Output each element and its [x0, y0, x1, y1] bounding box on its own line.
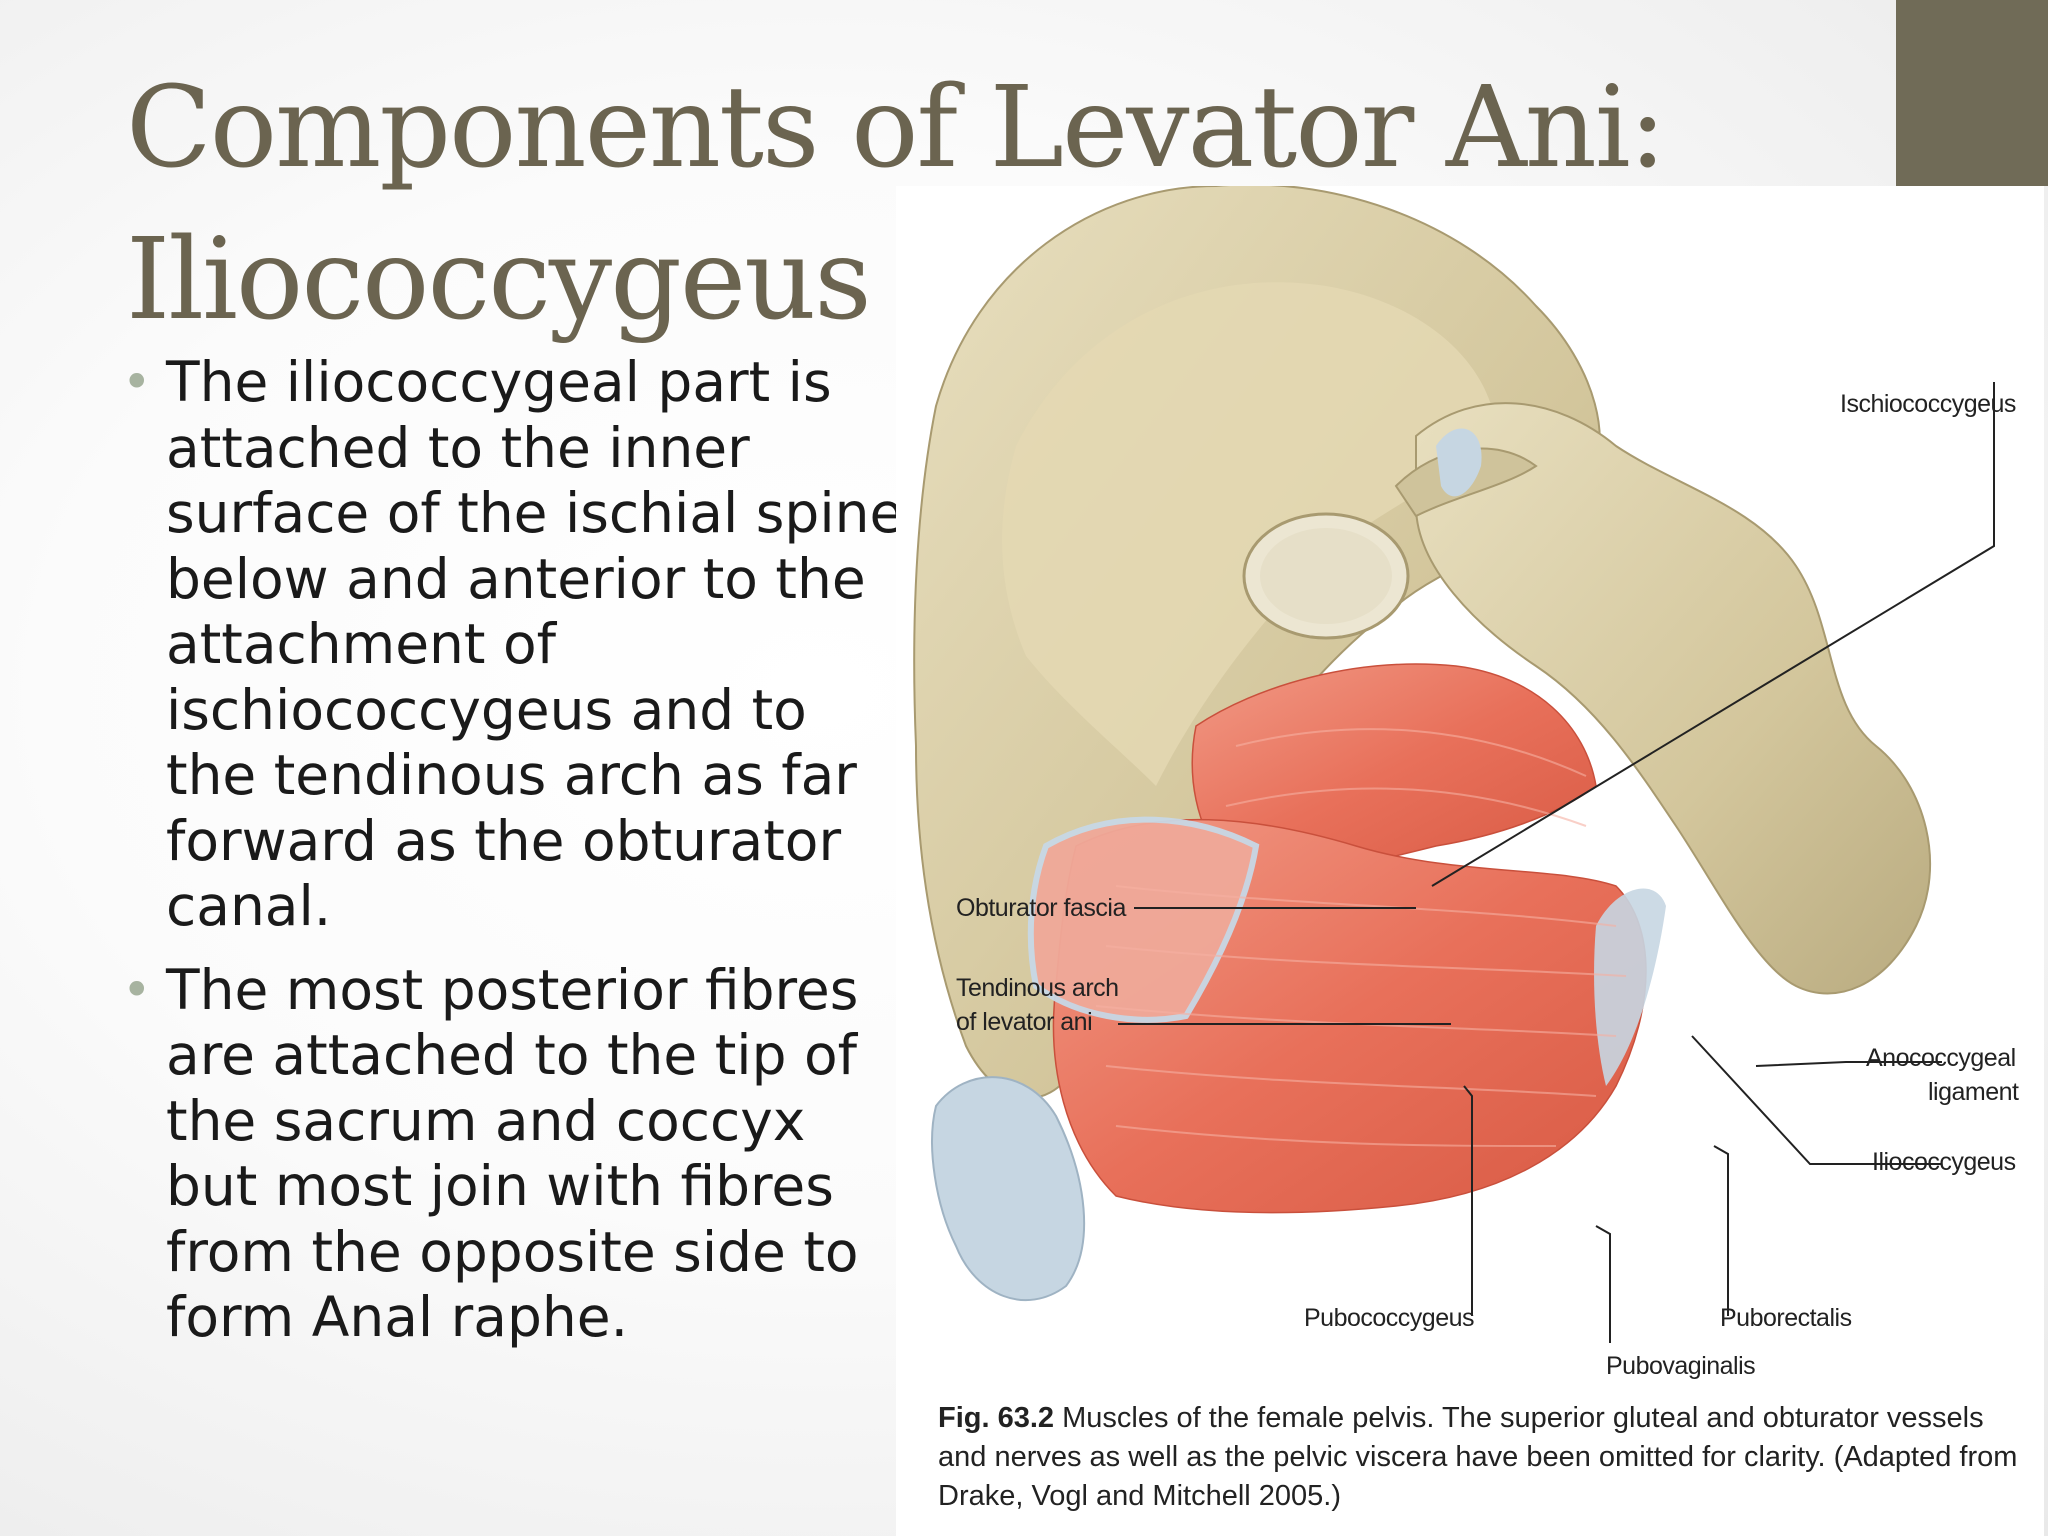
label-anococcygeal-line-1: Anococcygeal: [1866, 1044, 2016, 1072]
pelvis-figure: Ischiococcygeus Obturator fascia Tendino…: [896, 186, 2044, 1536]
bullet-text: The most posterior fibres are attached t…: [166, 957, 859, 1350]
iliac-fossa: [1002, 282, 1496, 786]
label-tendinous-arch-line-1: Tendinous arch: [956, 974, 1119, 1002]
bullet-list: • The iliococcygeal part is attached to …: [122, 350, 912, 1369]
pubic-symphysis: [931, 1076, 1086, 1302]
label-puborectalis: Puborectalis: [1720, 1304, 1852, 1332]
accent-bar: [1896, 0, 2048, 186]
label-tendinous-arch-line-2: of levator ani: [956, 1008, 1093, 1036]
bullet-text: The iliococcygeal part is attached to th…: [166, 350, 904, 938]
muscle-fibres: [1095, 728, 1627, 1147]
pelvis-illustration: [913, 186, 1995, 1343]
anococcygeal-ligament: [1594, 888, 1666, 1086]
bullet-dot-icon: •: [122, 353, 152, 411]
bullet-item: • The iliococcygeal part is attached to …: [122, 350, 912, 940]
figure-caption: Fig. 63.2 Muscles of the female pelvis. …: [938, 1399, 2038, 1516]
label-obturator-fascia: Obturator fascia: [956, 894, 1126, 922]
bullet-item: • The most posterior fibres are attached…: [122, 958, 912, 1351]
caption-text: Muscles of the female pelvis. The superi…: [938, 1402, 2018, 1512]
leader-lines: [1118, 382, 1995, 1343]
caption-fig-number: Fig. 63.2: [938, 1402, 1055, 1434]
label-ischiococcygeus: Ischiococcygeus: [1840, 390, 2016, 418]
label-pubovaginalis: Pubovaginalis: [1606, 1352, 1756, 1380]
label-anococcygeal-line-2: ligament: [1928, 1078, 2019, 1106]
obturator-fascia: [1027, 816, 1260, 1023]
slide-title: Components of Levator Ani: Iliococcygeus: [126, 52, 1766, 356]
label-pubococcygeus: Pubococcygeus: [1304, 1304, 1475, 1332]
title-line-1: Components of Levator Ani:: [126, 63, 1666, 193]
title-line-2: Iliococcygeus: [126, 215, 872, 345]
bullet-dot-icon: •: [122, 960, 152, 1019]
sacrum-bone: [1415, 402, 1932, 995]
label-iliococcygeus: Iliococcygeus: [1872, 1148, 2016, 1176]
